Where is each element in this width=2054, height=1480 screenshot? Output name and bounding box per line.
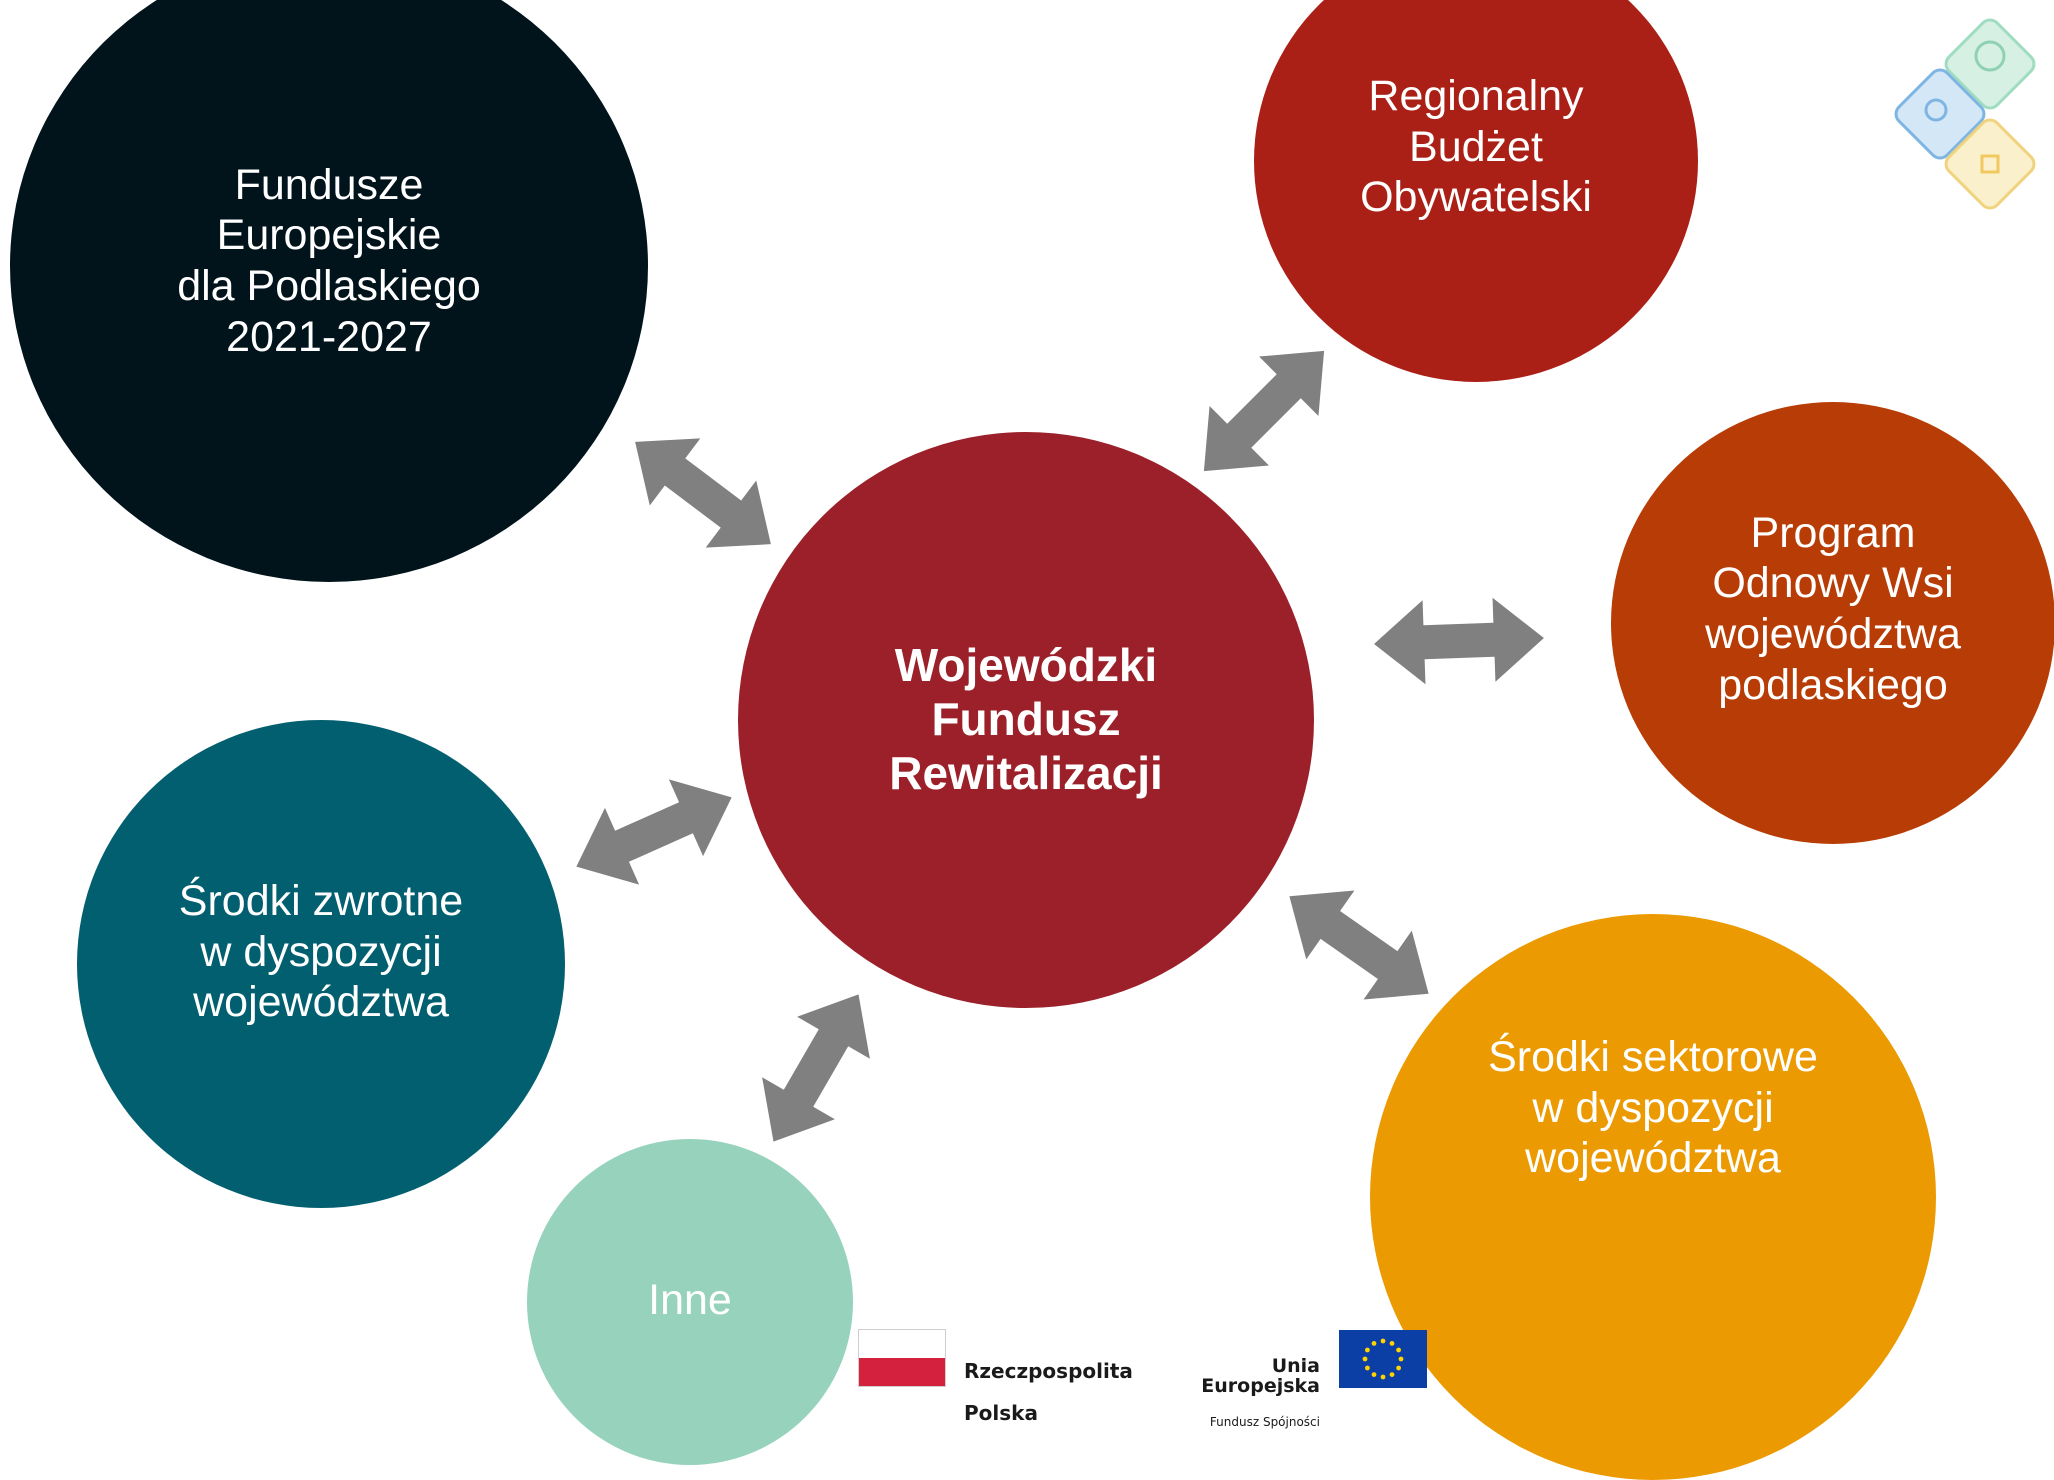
node-srodki-zwrotne-label: Środki zwrotne w dyspozycji województwa [178,876,464,1027]
node-srodki-sektorowe-label: Środki sektorowe w dyspozycji województw… [1488,1032,1818,1183]
polish-flag-icon [858,1329,946,1387]
eu-flag-icon [1339,1330,1427,1388]
node-regionalny-budzet-label: Regionalny Budżet Obywatelski [1360,71,1592,222]
rp-logo-line1: Rzeczpospolita [964,1359,1133,1383]
arrow-sektorowe-center [1265,861,1453,1029]
rp-logo-text: Rzeczpospolita Polska [964,1340,1133,1424]
center-node-label: Wojewódzki Fundusz Rewitalizacji [889,638,1163,800]
node-srodki-zwrotne: Środki zwrotne w dyspozycji województwa [77,720,565,1208]
eu-stars [1362,1338,1404,1380]
rp-logo: Rzeczpospolita Polska [858,1329,1178,1424]
node-srodki-sektorowe: Środki sektorowe w dyspozycji województw… [1370,914,1936,1480]
arrow-zwrotne-center [559,759,749,905]
ue-logo-text: Unia Europejska Fundusz Spójności [1165,1340,1320,1430]
node-inne-label: Inne [648,1276,732,1325]
tree-icon [1944,18,2036,110]
arrow-rbo-center [1174,321,1354,501]
connector-arrows [559,321,1546,1163]
node-fundusze-europejskie-label: Fundusze Europejskie dla Podlaskiego 202… [177,160,481,361]
house-icon [1944,118,2036,210]
ue-logo-line2: Fundusz Spójności [1209,1415,1320,1430]
rp-logo-line2: Polska [964,1401,1038,1425]
node-program-odnowy-wsi-label: Program Odnowy Wsi województwa podlaskie… [1705,508,1961,709]
ue-logo-line1: Unia Europejska [1201,1354,1320,1397]
arrow-inne-center [737,973,895,1163]
arrow-fundusze-center [609,408,797,578]
node-fundusze-europejskie: Fundusze Europejskie dla Podlaskiego 202… [10,0,648,582]
ue-logo: Unia Europejska Fundusz Spójności [1165,1328,1427,1429]
node-regionalny-budzet: Regionalny Budżet Obywatelski [1254,0,1698,382]
person-icon [1894,68,1986,160]
arrow-prow-center [1372,596,1546,686]
corner-logo [1894,18,2036,210]
center-node: Wojewódzki Fundusz Rewitalizacji [738,432,1314,1008]
node-program-odnowy-wsi: Program Odnowy Wsi województwa podlaskie… [1611,402,2054,844]
